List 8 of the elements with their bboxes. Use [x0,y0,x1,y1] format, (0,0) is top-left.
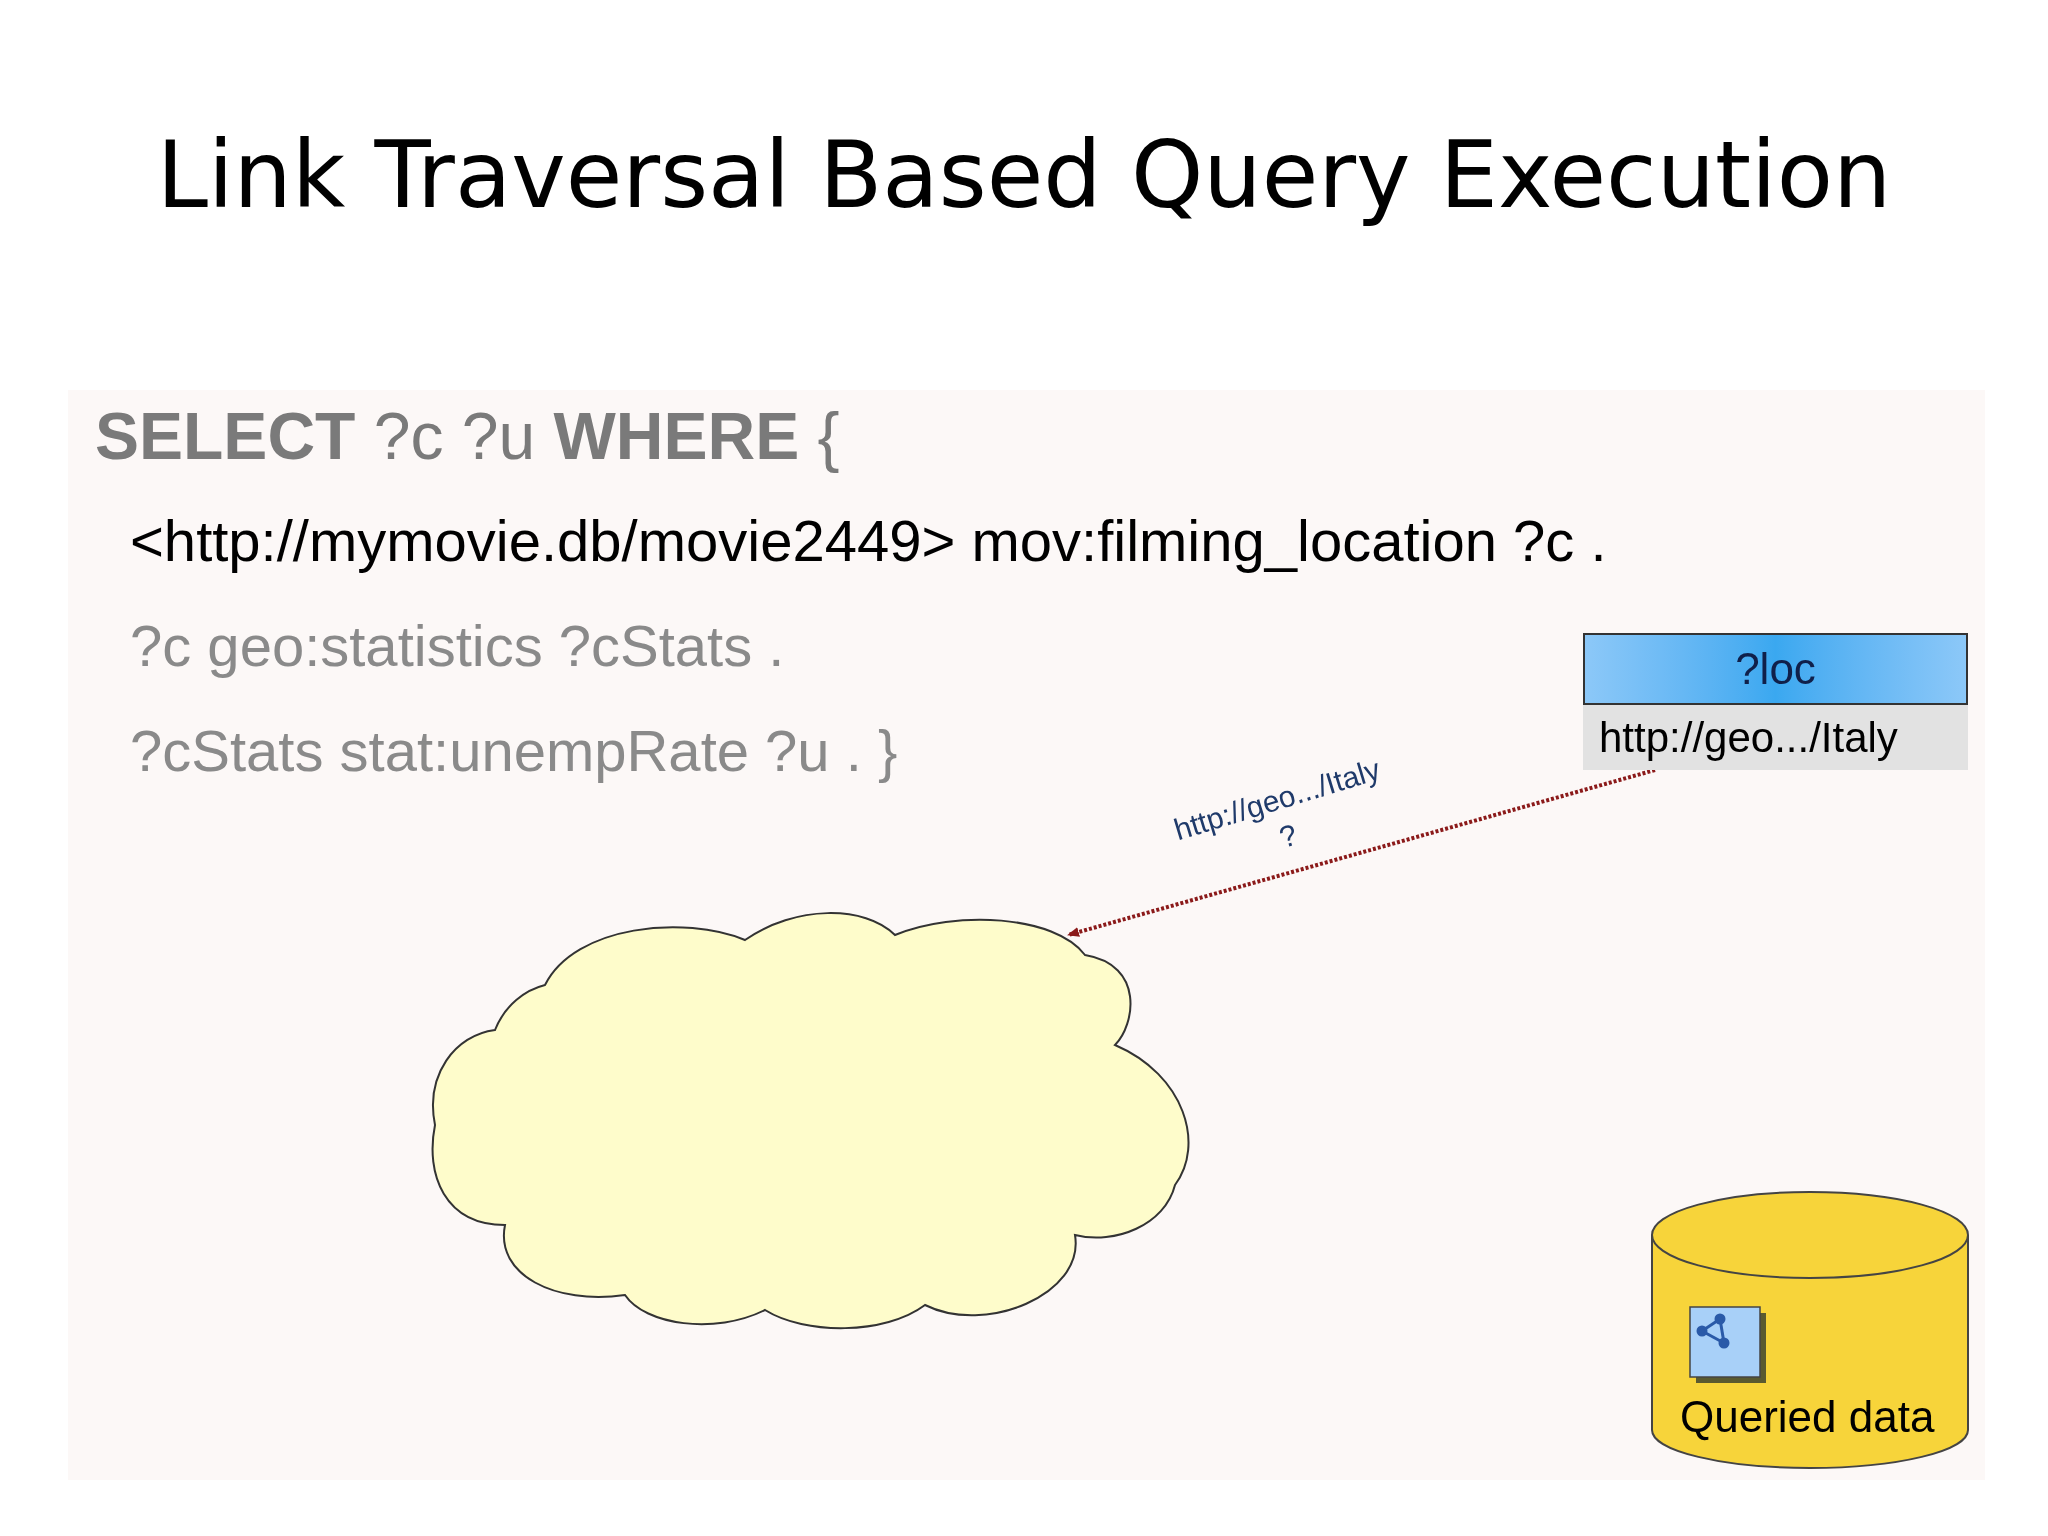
query-line: ?cStats stat:unempRate ?u . } [130,717,898,785]
binding-value: http://geo.../Italy [1583,705,1968,770]
query-line: SELECT ?c ?u WHERE { [95,398,840,475]
cylinder-label: Queried data [1680,1395,1935,1439]
variable-header: ?loc [1583,633,1968,705]
query-line: ?c geo:statistics ?cStats . [130,612,785,680]
query-line: <http://mymovie.db/movie2449> mov:filming_location ?c . [130,507,1607,575]
dotted-arrow [1067,768,1656,937]
